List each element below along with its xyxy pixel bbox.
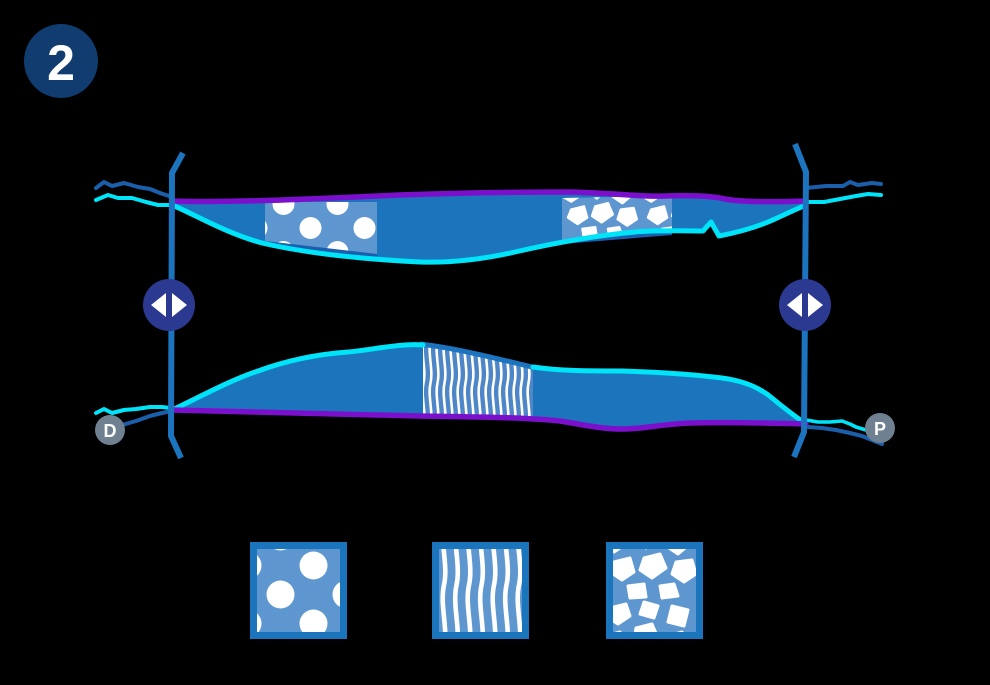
legend-dots-swatch <box>257 549 340 632</box>
marker-proximal-label: P <box>874 419 886 439</box>
upper-vessel <box>169 189 809 265</box>
marker-proximal: P <box>865 413 895 443</box>
marker-distal-label: D <box>104 421 117 441</box>
marker-distal: D <box>95 415 125 445</box>
lower-vessel <box>169 341 809 432</box>
lower-vessel-top-edge-right <box>530 364 809 427</box>
legend-item-stones <box>606 542 703 639</box>
legend <box>250 542 703 639</box>
lower-left-stream-dark <box>120 409 174 427</box>
marker-proximal-circle <box>865 413 895 443</box>
lower-vessel-bottom-edge <box>169 407 809 432</box>
upper-dots-patch <box>264 202 378 258</box>
lower-waves-patch-edge <box>419 341 537 371</box>
lower-waves-patch <box>419 341 537 417</box>
step-badge-number: 2 <box>47 35 75 91</box>
marker-distal-circle <box>95 415 125 445</box>
legend-stones-swatch <box>613 549 696 632</box>
left-right-arrows-icon <box>787 293 823 317</box>
legend-item-waves <box>432 542 529 639</box>
lower-left-stream-cyan <box>94 405 172 415</box>
upper-right-stream-dark <box>804 180 883 190</box>
legend-item-dots <box>250 542 347 639</box>
left-flow-icon-circle <box>143 279 195 331</box>
upper-left-stream-cyan <box>94 193 174 207</box>
upper-vessel-bottom-edge <box>169 202 809 265</box>
upper-right-stream-cyan <box>804 192 883 204</box>
upper-left-stream-dark <box>94 180 174 199</box>
left-right-arrows-icon <box>151 293 187 317</box>
lower-right-stream-cyan <box>804 418 868 432</box>
stream-lines <box>94 180 884 446</box>
upper-dots-patch-pattern <box>265 202 377 256</box>
lower-vessel-top-edge-left <box>169 342 426 413</box>
upper-vessel-top-edge <box>169 189 809 205</box>
step-badge: 2 <box>24 24 98 98</box>
right-flow-icon <box>779 279 831 331</box>
left-flow-icon <box>143 279 195 331</box>
step-badge-circle <box>24 24 98 98</box>
legend-waves-swatch <box>439 549 522 632</box>
right-flow-icon-circle <box>779 279 831 331</box>
